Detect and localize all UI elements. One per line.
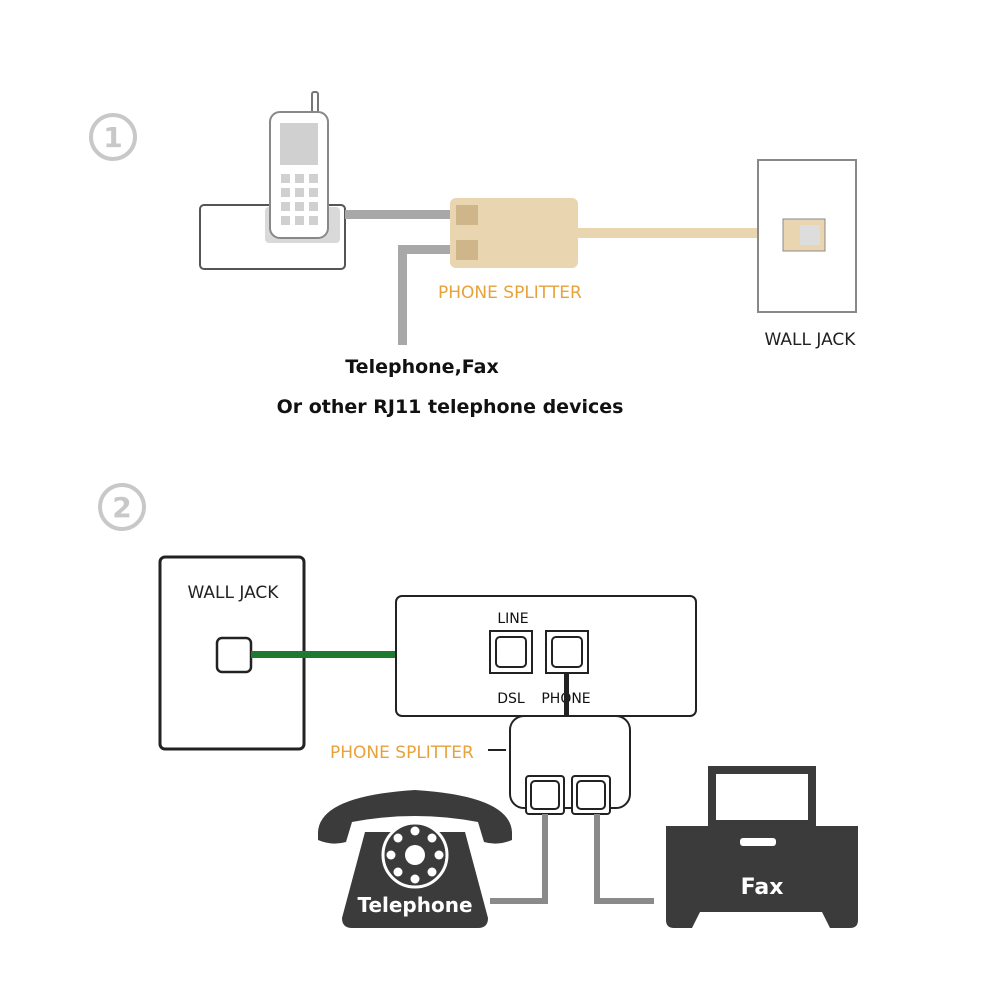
step1-badge: 1 bbox=[89, 113, 137, 161]
green-cable bbox=[251, 651, 494, 658]
step1-device-line1: Telephone,Fax bbox=[345, 356, 498, 378]
step1-wall-jack-label: WALL JACK bbox=[765, 330, 857, 350]
phone-port-cable bbox=[564, 673, 569, 721]
cordless-phone-icon bbox=[199, 91, 346, 270]
step2-device-cables bbox=[490, 814, 654, 904]
step1-number: 1 bbox=[103, 121, 122, 154]
step1-phone-splitter bbox=[450, 198, 785, 268]
step2-badge: 2 bbox=[98, 483, 146, 531]
step1-device-line2: Or other RJ11 telephone devices bbox=[277, 396, 624, 418]
step2-number: 2 bbox=[112, 491, 131, 524]
step1-device-cables bbox=[345, 210, 458, 345]
step2-phone-splitter bbox=[509, 715, 631, 815]
telephone-label: Telephone bbox=[357, 893, 472, 917]
dsl-port-label: DSL bbox=[497, 691, 525, 707]
splitter-leader-line bbox=[488, 749, 506, 751]
line-port-label: LINE bbox=[497, 611, 528, 627]
step1-wall-jack bbox=[757, 159, 857, 313]
fax-label: Fax bbox=[741, 875, 784, 900]
fax-machine-icon bbox=[666, 766, 858, 928]
rotary-telephone-icon bbox=[318, 790, 512, 928]
step2-splitter-label: PHONE SPLITTER bbox=[330, 743, 474, 763]
step1-splitter-label: PHONE SPLITTER bbox=[438, 283, 582, 303]
step2-wall-jack-label: WALL JACK bbox=[188, 583, 280, 603]
